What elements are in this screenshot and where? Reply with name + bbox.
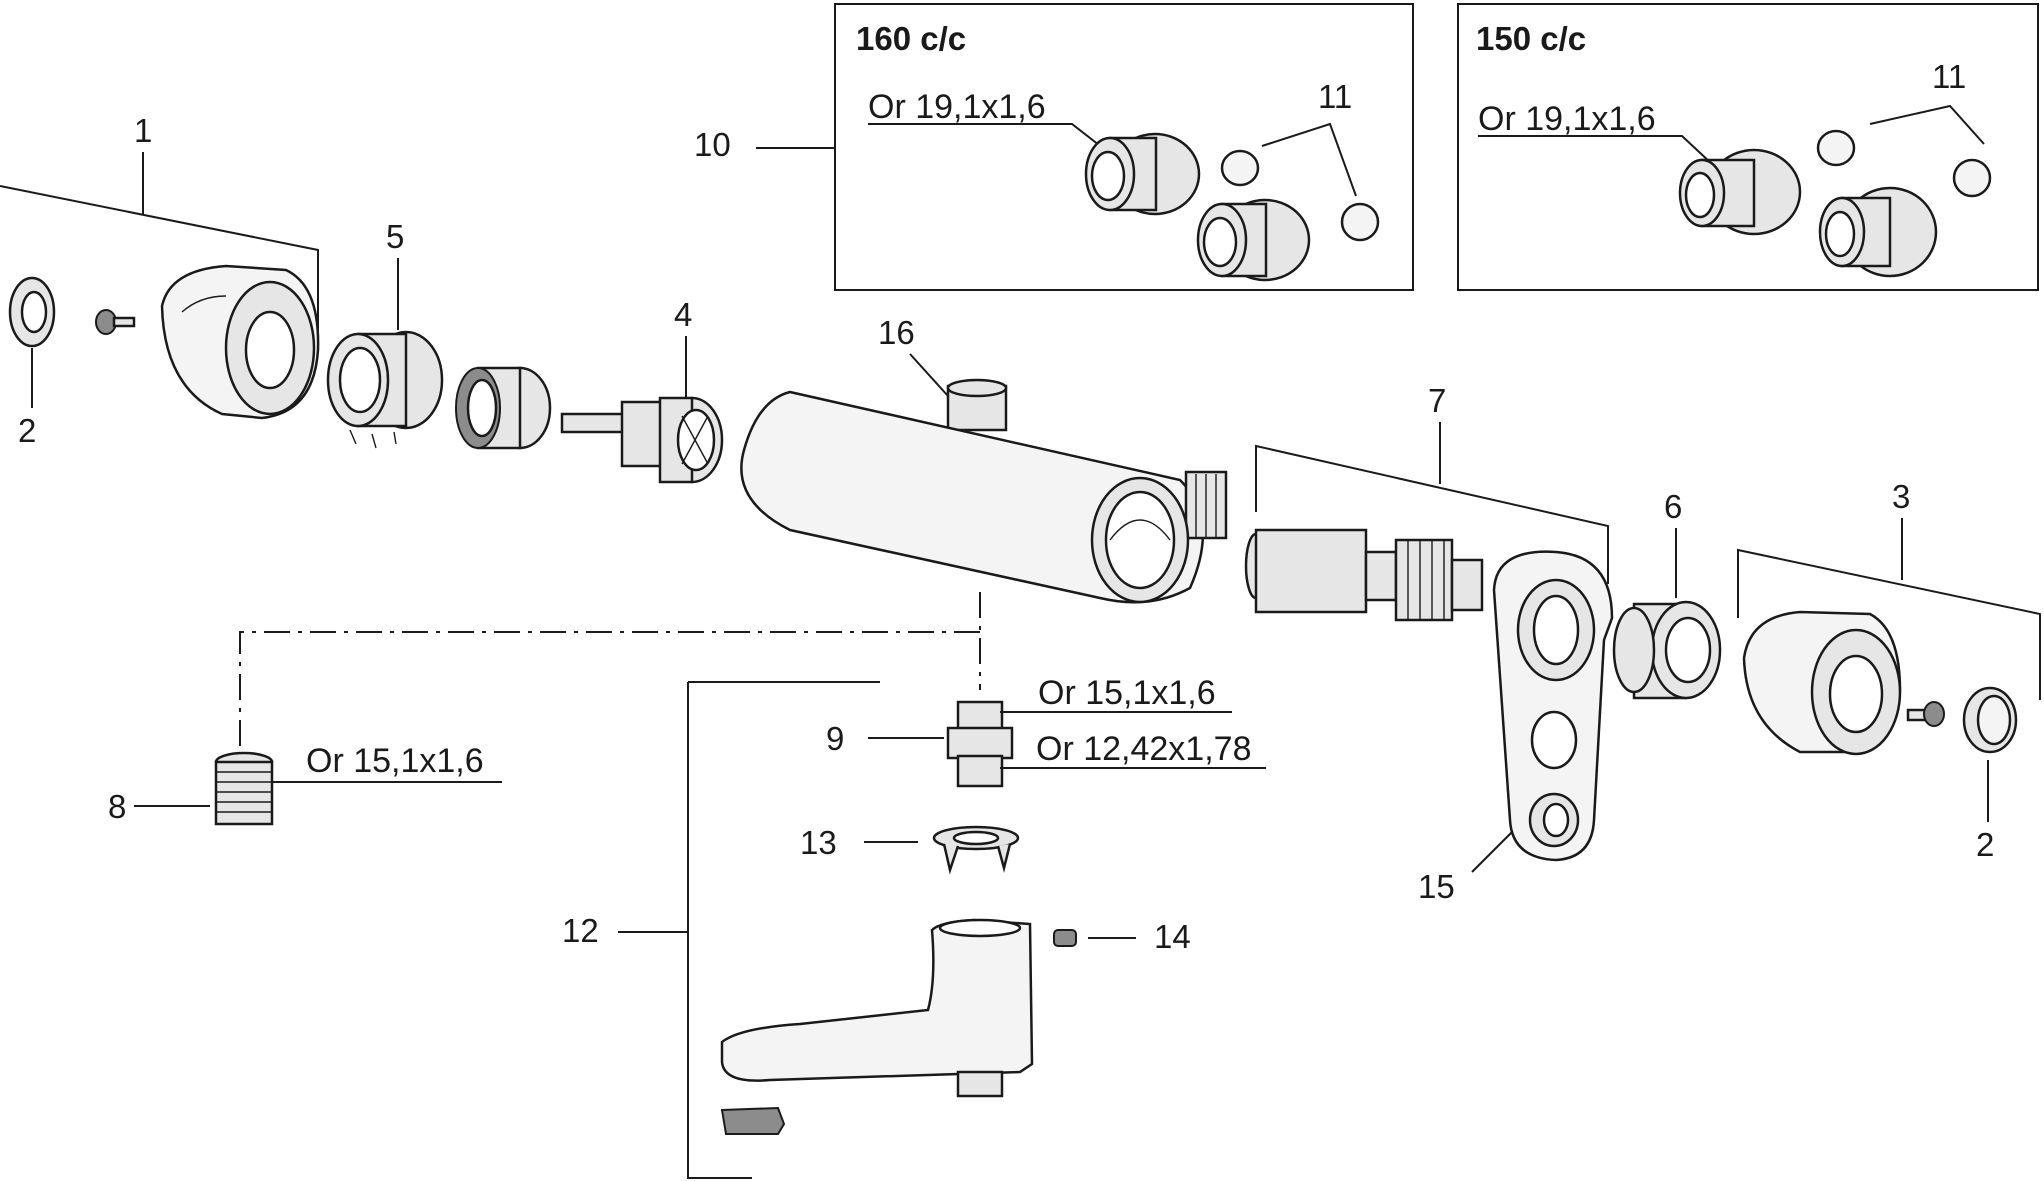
washer-160-b: [1340, 202, 1380, 242]
eccentric-fitting-160-b: [1196, 198, 1311, 282]
washer-150-b: [1952, 158, 1992, 198]
eccentric-fitting-150-b: [1818, 186, 1938, 278]
aerator: [720, 1106, 786, 1135]
assembly-axis-line: [239, 592, 981, 770]
threaded-ring-left: [455, 366, 552, 450]
panel-150cc-oring-label: Or 19,1x1,6: [1478, 100, 1656, 138]
spline-adapter-left: [326, 330, 444, 449]
callout-15-leader: [1471, 831, 1513, 873]
panel-150cc-frame: [1457, 3, 2039, 291]
callout-10: 10: [694, 126, 731, 163]
mounting-bracket-15: [1492, 550, 1614, 862]
panel-160cc-oring-label: Or 19,1x1,6: [868, 88, 1046, 126]
eccentric-fitting-150-a: [1678, 148, 1802, 236]
callout-9: 9: [826, 720, 844, 757]
callout-15: 15: [1418, 868, 1455, 905]
mixer-body: [740, 378, 1228, 604]
eccentric-fitting-160-a: [1084, 132, 1201, 216]
part9-oring-bottom-label: Or 12,42x1,78: [1036, 730, 1251, 768]
part8-oring-label: Or 15,1x1,6: [306, 742, 484, 780]
callout-11-left-leader: [1261, 122, 1357, 197]
clip-13: [932, 825, 1020, 875]
panel-160cc-header: 160 c/c: [856, 20, 966, 57]
headpart-cartridge: [560, 396, 724, 484]
panel-160cc: 160 c/c Or 19,1x1,6 11: [834, 3, 1414, 291]
callout-1-bracket: [0, 152, 319, 334]
panel-160cc-oring-leader: [868, 123, 1109, 153]
callout-16: 16: [878, 314, 915, 351]
callout-1: 1: [134, 112, 152, 149]
callout-6: 6: [1664, 488, 1682, 525]
panel-150cc-oring-leader: [1478, 135, 1713, 165]
thermostatic-cartridge: [1244, 528, 1484, 622]
handle-right: [1742, 610, 1902, 756]
callout-8: 8: [108, 788, 126, 825]
callout-11-right-leader: [1869, 104, 1985, 145]
callout-12-bracket: [618, 681, 880, 1179]
screw-right: [1906, 701, 1945, 727]
callout-2-right: 2: [1976, 826, 1994, 863]
cover-cap-right: [1962, 686, 2018, 754]
washer-160-a: [1220, 149, 1260, 187]
callout-11-left: 11: [1318, 78, 1352, 115]
set-screw-14: [1053, 929, 1077, 947]
callout-2-left: 2: [18, 412, 36, 449]
handle-left: [160, 264, 320, 420]
screw-left: [95, 309, 136, 335]
callout-14: 14: [1154, 918, 1191, 955]
callout-7-bracket: [1255, 422, 1609, 584]
callout-16-leader: [909, 353, 949, 397]
spout-12: [720, 918, 1034, 1098]
callout-12: 12: [562, 912, 599, 949]
panel-150cc: 150 c/c Or 19,1x1,6 11: [1457, 3, 2039, 291]
washer-150-a: [1816, 129, 1856, 167]
callout-4: 4: [674, 296, 692, 333]
callout-13: 13: [800, 824, 837, 861]
spline-adapter-right: [1612, 600, 1722, 700]
callout-5: 5: [386, 218, 404, 255]
callout-3: 3: [1892, 478, 1910, 515]
callout-7: 7: [1428, 382, 1446, 419]
panel-150cc-header: 150 c/c: [1476, 20, 1586, 57]
callout-11-right: 11: [1932, 58, 1966, 95]
callout-3-bracket: [1737, 518, 2041, 700]
nipple-8: [214, 751, 274, 826]
connector-9: [946, 700, 1014, 788]
part9-oring-top-label: Or 15,1x1,6: [1038, 674, 1216, 712]
cover-cap-left: [8, 276, 56, 348]
